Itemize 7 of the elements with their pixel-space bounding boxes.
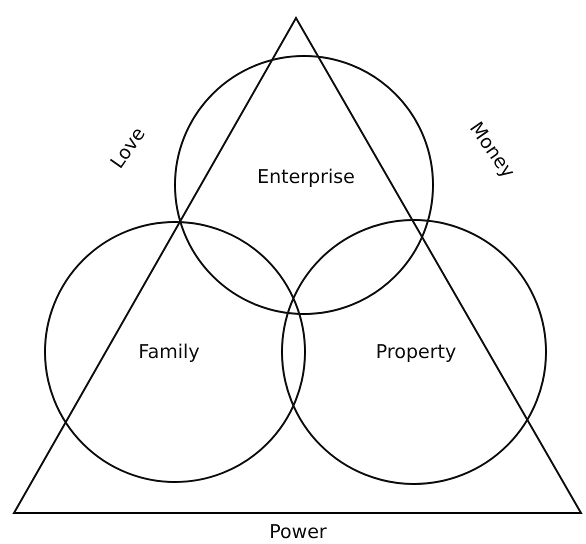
circle-label: Property <box>376 341 456 363</box>
venn-circle <box>174 55 434 315</box>
venn-circle <box>281 219 547 485</box>
base-label: Power <box>269 521 327 543</box>
circle-label: Enterprise <box>257 166 355 188</box>
circle-label: Family <box>138 341 200 363</box>
venn-circle <box>44 221 306 483</box>
